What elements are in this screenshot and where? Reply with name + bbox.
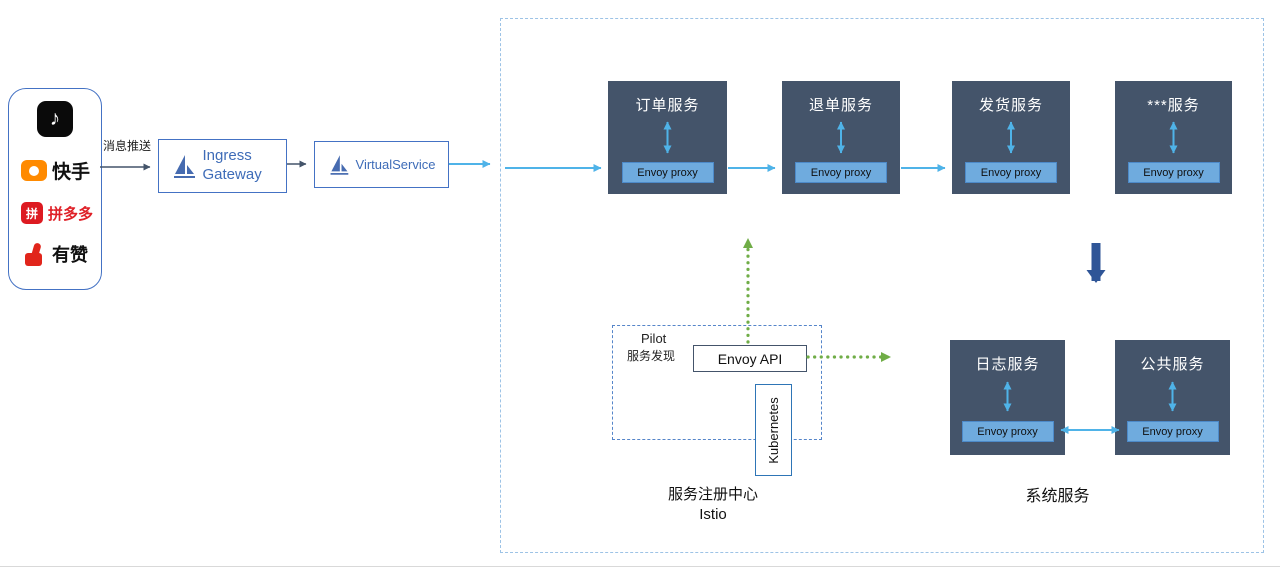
thumbs-up-icon: [23, 241, 47, 266]
system-services-label: 系统服务: [1025, 488, 1090, 505]
thumb-hand: [25, 252, 42, 266]
source-douyin: ♪: [37, 101, 73, 137]
source-kuaishou: 快手: [21, 157, 90, 184]
istio-label: Istio: [699, 506, 727, 523]
kubernetes-label: Kubernetes: [766, 396, 781, 464]
service-registry-label: 服务注册中心: [667, 486, 758, 503]
pilot-boundary: [612, 325, 822, 440]
service-box-other: ***服务 Envoy proxy: [1115, 81, 1232, 194]
douyin-music-note-icon: ♪: [37, 101, 73, 137]
virtual-service-label: VirtualService: [355, 157, 436, 172]
envoy-api-box: Envoy API: [693, 345, 807, 372]
service-title: 发货服务: [978, 97, 1043, 114]
envoy-proxy-badge: Envoy proxy: [1126, 421, 1219, 442]
kuaishou-label: 快手: [52, 162, 91, 183]
service-title: 公共服务: [1140, 356, 1205, 373]
virtual-service-box: VirtualService: [314, 141, 449, 188]
douyin-glyph: ♪: [49, 107, 61, 130]
envoy-proxy-badge: Envoy proxy: [621, 162, 714, 183]
istio-sail-icon: [173, 154, 195, 178]
envoy-proxy-badge: Envoy proxy: [795, 162, 887, 183]
service-box-order: 订单服务 Envoy proxy: [608, 81, 727, 194]
envoy-proxy-badge: Envoy proxy: [965, 162, 1057, 183]
istio-sail-icon: [330, 154, 348, 175]
source-youzan: 有赞: [23, 241, 88, 267]
envoy-proxy-badge: Envoy proxy: [961, 421, 1054, 442]
pinduoduo-label: 拼多多: [48, 205, 94, 223]
kuaishou-camera-icon: [21, 160, 47, 181]
service-title: ***服务: [1147, 97, 1200, 114]
envoy-proxy-badge: Envoy proxy: [1127, 162, 1220, 183]
service-box-shipping: 发货服务 Envoy proxy: [952, 81, 1070, 194]
source-pinduoduo: 拼 拼多多: [21, 202, 93, 224]
service-title: 日志服务: [975, 356, 1040, 373]
service-title: 订单服务: [635, 97, 700, 114]
youzan-label: 有赞: [52, 245, 88, 265]
service-discovery-label: 服务发现: [627, 349, 676, 363]
ingress-gateway-label: Ingress Gateway: [202, 147, 262, 183]
service-box-refund: 退单服务 Envoy proxy: [782, 81, 900, 194]
pinduoduo-icon: 拼: [21, 202, 43, 224]
ingress-gateway-box: Ingress Gateway: [158, 139, 287, 193]
service-mesh-boundary: [500, 18, 1264, 553]
traffic-sources-panel: ♪ 快手 拼 拼多多 有赞: [8, 88, 102, 290]
service-title: 退单服务: [808, 97, 873, 114]
pilot-title: Pilot: [641, 331, 667, 346]
message-push-label: 消息推送: [103, 139, 152, 153]
service-box-log: 日志服务 Envoy proxy: [950, 340, 1065, 455]
kuaishou-lens-dot: [29, 165, 39, 176]
service-box-public: 公共服务 Envoy proxy: [1115, 340, 1230, 455]
pinduoduo-glyph: 拼: [25, 206, 38, 221]
kubernetes-box: Kubernetes: [755, 384, 792, 476]
page-bottom-rule: [0, 566, 1280, 567]
